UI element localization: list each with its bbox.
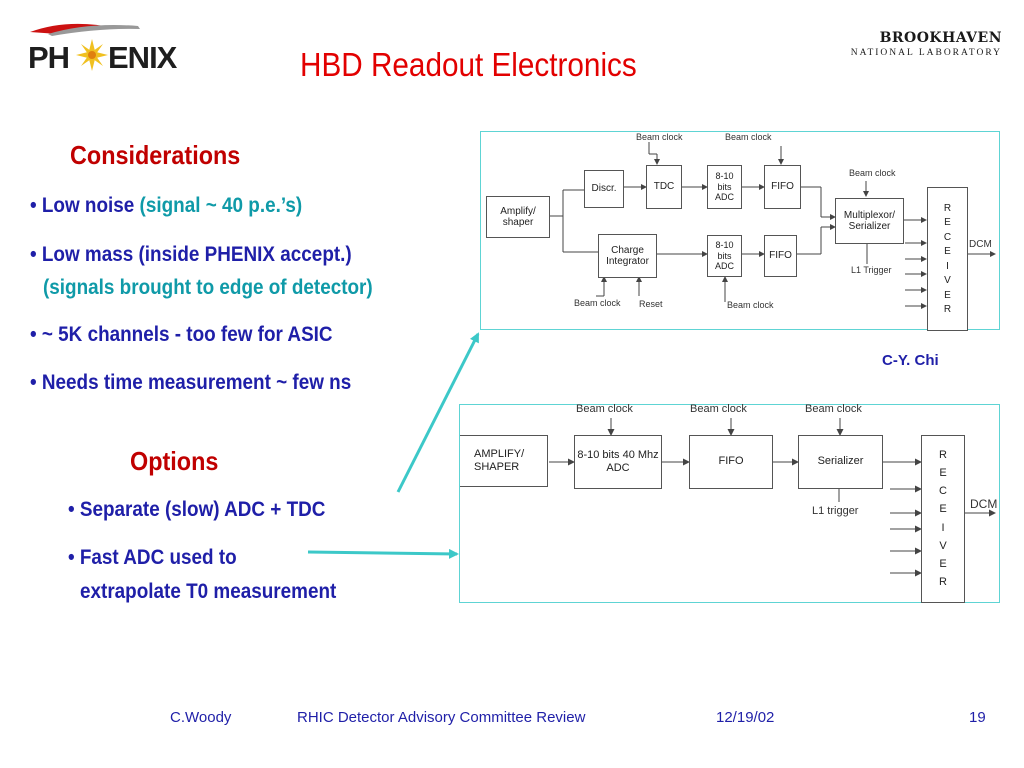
amplify-shaper-box: AMPLIFY/ SHAPER bbox=[460, 435, 548, 487]
bullet-dot: • bbox=[68, 498, 80, 521]
fifo-top-box: FIFO bbox=[764, 165, 801, 209]
fifo-bottom-box: FIFO bbox=[764, 235, 797, 277]
bullet-dot: • bbox=[30, 371, 42, 394]
adc-bottom-box: 8-10 bits ADC bbox=[707, 235, 742, 277]
consideration-2-aside: (signals brought to edge of detector) bbox=[43, 276, 373, 299]
consideration-3: • ~ 5K channels - too few for ASIC bbox=[30, 323, 333, 347]
receiver-letter: E bbox=[939, 466, 947, 479]
pointer-arrow-to-bottom-diagram bbox=[307, 548, 459, 559]
consideration-1-main: Low noise bbox=[41, 194, 135, 217]
footer-date: 12/19/02 bbox=[716, 709, 775, 726]
fast-adc-box: 8-10 bits 40 Mhz ADC bbox=[574, 435, 662, 489]
option-2-line1: Fast ADC used to bbox=[79, 546, 237, 569]
dcm-label: DCM bbox=[969, 239, 992, 250]
bullet-dot: • bbox=[30, 323, 42, 346]
footer-author: C.Woody bbox=[170, 709, 232, 726]
receiver-letter: V bbox=[939, 539, 947, 552]
receiver-letter: V bbox=[944, 275, 951, 286]
l1-trigger-label: L1 Trigger bbox=[851, 265, 892, 275]
phenix-logo-text-right: ENIX bbox=[108, 40, 177, 75]
adc-top-box: 8-10 bits ADC bbox=[707, 165, 742, 209]
consideration-2-main: Low mass (inside PHENIX accept.) bbox=[41, 243, 352, 266]
charge-integrator-box: Charge Integrator bbox=[598, 234, 657, 278]
receiver-letter: R bbox=[943, 304, 952, 315]
options-heading: Options bbox=[130, 446, 219, 476]
bullet-dot: • bbox=[30, 243, 42, 266]
receiver-letter: E bbox=[939, 557, 947, 570]
receiver-letter: R bbox=[939, 576, 947, 589]
receiver-letter: E bbox=[944, 289, 951, 301]
option-2: • Fast ADC used to bbox=[68, 546, 237, 570]
pointer-arrow-to-top-diagram bbox=[396, 332, 480, 493]
bullet-dot: • bbox=[30, 194, 42, 217]
credit-label: C-Y. Chi bbox=[882, 352, 939, 369]
footer-page-number: 19 bbox=[969, 709, 986, 726]
beam-clock-label-2: Beam clock bbox=[725, 132, 772, 142]
footer-event: RHIC Detector Advisory Committee Review bbox=[297, 709, 586, 726]
consideration-4: • Needs time measurement ~ few ns bbox=[30, 371, 351, 395]
receiver-letter: R bbox=[943, 202, 952, 214]
bnl-logo-line2: NATIONAL LABORATORY bbox=[850, 48, 1002, 58]
receiver-letter: E bbox=[944, 217, 951, 228]
sunburst-icon bbox=[75, 38, 109, 77]
beam-clock-label-3: Beam clock bbox=[849, 168, 896, 178]
fifo-box: FIFO bbox=[689, 435, 773, 489]
phenix-logo-graphic bbox=[30, 23, 140, 36]
consideration-1: • Low noise (signal ~ 40 p.e.’s) bbox=[30, 194, 302, 218]
receiver-letter: R bbox=[939, 448, 947, 461]
receiver-letter: C bbox=[943, 231, 952, 243]
phenix-logo: PH ENIX bbox=[28, 18, 188, 78]
beam-clock-label-1: Beam clock bbox=[636, 132, 683, 142]
consideration-1-aside: (signal ~ 40 p.e.’s) bbox=[139, 194, 303, 217]
consideration-2: • Low mass (inside PHENIX accept.) bbox=[30, 243, 352, 267]
top-block-diagram: Amplify/ shaper Discr. TDC 8-10 bits ADC… bbox=[480, 131, 1000, 331]
slide-title: HBD Readout Electronics bbox=[300, 46, 637, 83]
receiver-letter: I bbox=[941, 521, 945, 534]
phenix-logo-text-left: PH bbox=[28, 40, 70, 75]
bnl-logo-line1: BROOKHAVEN bbox=[879, 30, 1002, 46]
reset-label: Reset bbox=[639, 299, 663, 309]
bottom-diagram-wires bbox=[549, 418, 996, 577]
option-2-line2: extrapolate T0 measurement bbox=[80, 580, 337, 603]
tdc-box: TDC bbox=[646, 165, 682, 209]
bottom-block-diagram: AMPLIFY/ SHAPER 8-10 bits 40 Mhz ADC FIF… bbox=[459, 403, 1000, 603]
option-1-text: Separate (slow) ADC + TDC bbox=[79, 498, 326, 521]
top-diagram-wires bbox=[549, 142, 996, 309]
consideration-4-main: Needs time measurement ~ few ns bbox=[41, 371, 352, 394]
receiver-letter: E bbox=[944, 246, 951, 257]
receiver-letter: E bbox=[939, 503, 947, 516]
receiver-letter: C bbox=[939, 485, 947, 498]
beam-clock-label-3: Beam clock bbox=[805, 403, 862, 415]
receiver-letter: I bbox=[946, 260, 949, 272]
serializer-box: Serializer bbox=[798, 435, 883, 489]
beam-clock-label-1: Beam clock bbox=[576, 403, 633, 415]
beam-clock-label-2: Beam clock bbox=[690, 403, 747, 415]
discriminator-box: Discr. bbox=[584, 170, 624, 208]
amplify-shaper-box: Amplify/ shaper bbox=[486, 196, 550, 238]
dcm-label: DCM bbox=[970, 497, 998, 511]
beam-clock-label-4: Beam clock bbox=[574, 298, 621, 308]
consideration-3-main: ~ 5K channels - too few for ASIC bbox=[41, 323, 333, 346]
beam-clock-label-5: Beam clock bbox=[727, 300, 774, 310]
option-1: • Separate (slow) ADC + TDC bbox=[68, 498, 325, 522]
bullet-dot: • bbox=[68, 546, 80, 569]
brookhaven-logo: BROOKHAVEN NATIONAL LABORATORY bbox=[846, 30, 1002, 66]
multiplexor-serializer-box: Multiplexor/ Serializer bbox=[835, 198, 904, 244]
considerations-heading: Considerations bbox=[70, 140, 241, 170]
l1-trigger-label: L1 trigger bbox=[812, 505, 859, 517]
